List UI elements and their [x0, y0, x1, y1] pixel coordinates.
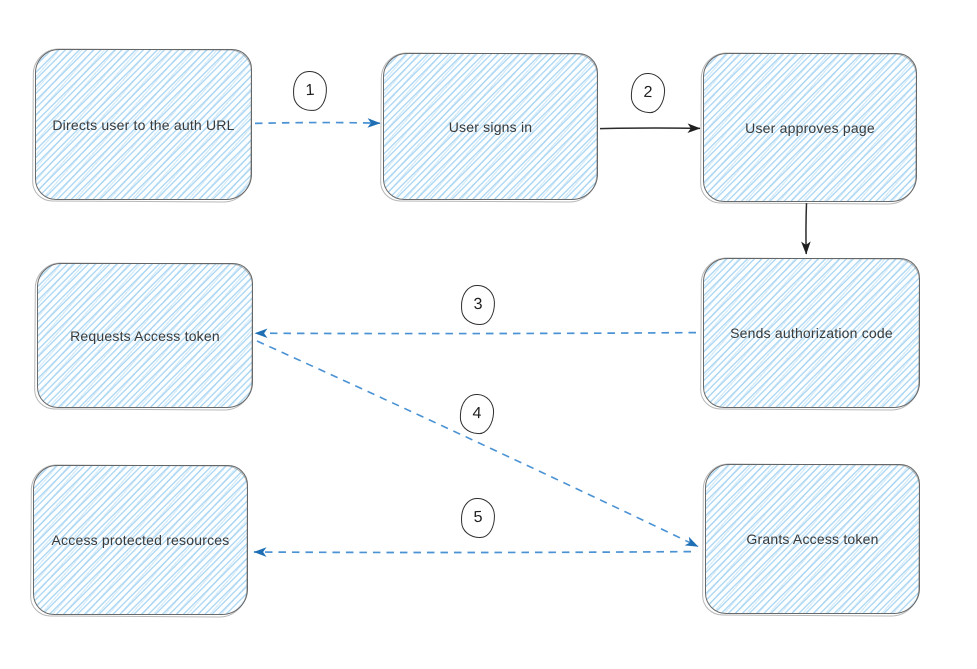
connector-approve-to-code-arrow: [801, 202, 811, 255]
step-number: 3: [473, 295, 483, 314]
step-badge-5: 5: [460, 497, 496, 539]
node-user-signs-in: User signs in: [383, 53, 598, 200]
step-number: 2: [643, 83, 653, 102]
step-number: 4: [472, 404, 482, 423]
node-requests-access-token: Requests Access token: [37, 263, 253, 408]
node-sends-authorization-code: Sends authorization code: [703, 258, 920, 408]
connector-step1-dashed-arrow: [254, 118, 381, 128]
node-access-protected-resources: Access protected resources: [33, 465, 248, 615]
step-number: 5: [473, 508, 483, 527]
step-number: 1: [305, 81, 315, 100]
node-label: Sends authorization code: [730, 325, 893, 341]
node-label: Directs user to the auth URL: [52, 116, 235, 133]
node-label: Access protected resources: [51, 532, 230, 548]
step-badge-4: 4: [459, 393, 495, 435]
node-label: User signs in: [448, 118, 533, 135]
node-label: User approves page: [745, 119, 875, 136]
connector-step5-dashed-arrow: [253, 547, 692, 557]
node-label: Grants Access token: [746, 531, 879, 547]
connector-step3-dashed-arrow: [254, 328, 697, 339]
node-directs-user-to-auth-url: Directs user to the auth URL: [35, 49, 252, 200]
step-badge-2: 2: [630, 72, 666, 114]
step-badge-1: 1: [291, 70, 329, 112]
node-user-approves-page: User approves page: [703, 53, 917, 202]
connector-step2-solid-arrow: [599, 123, 701, 133]
node-label: Requests Access token: [70, 327, 220, 344]
step-badge-3: 3: [460, 284, 496, 326]
node-grants-access-token: Grants Access token: [705, 464, 920, 614]
